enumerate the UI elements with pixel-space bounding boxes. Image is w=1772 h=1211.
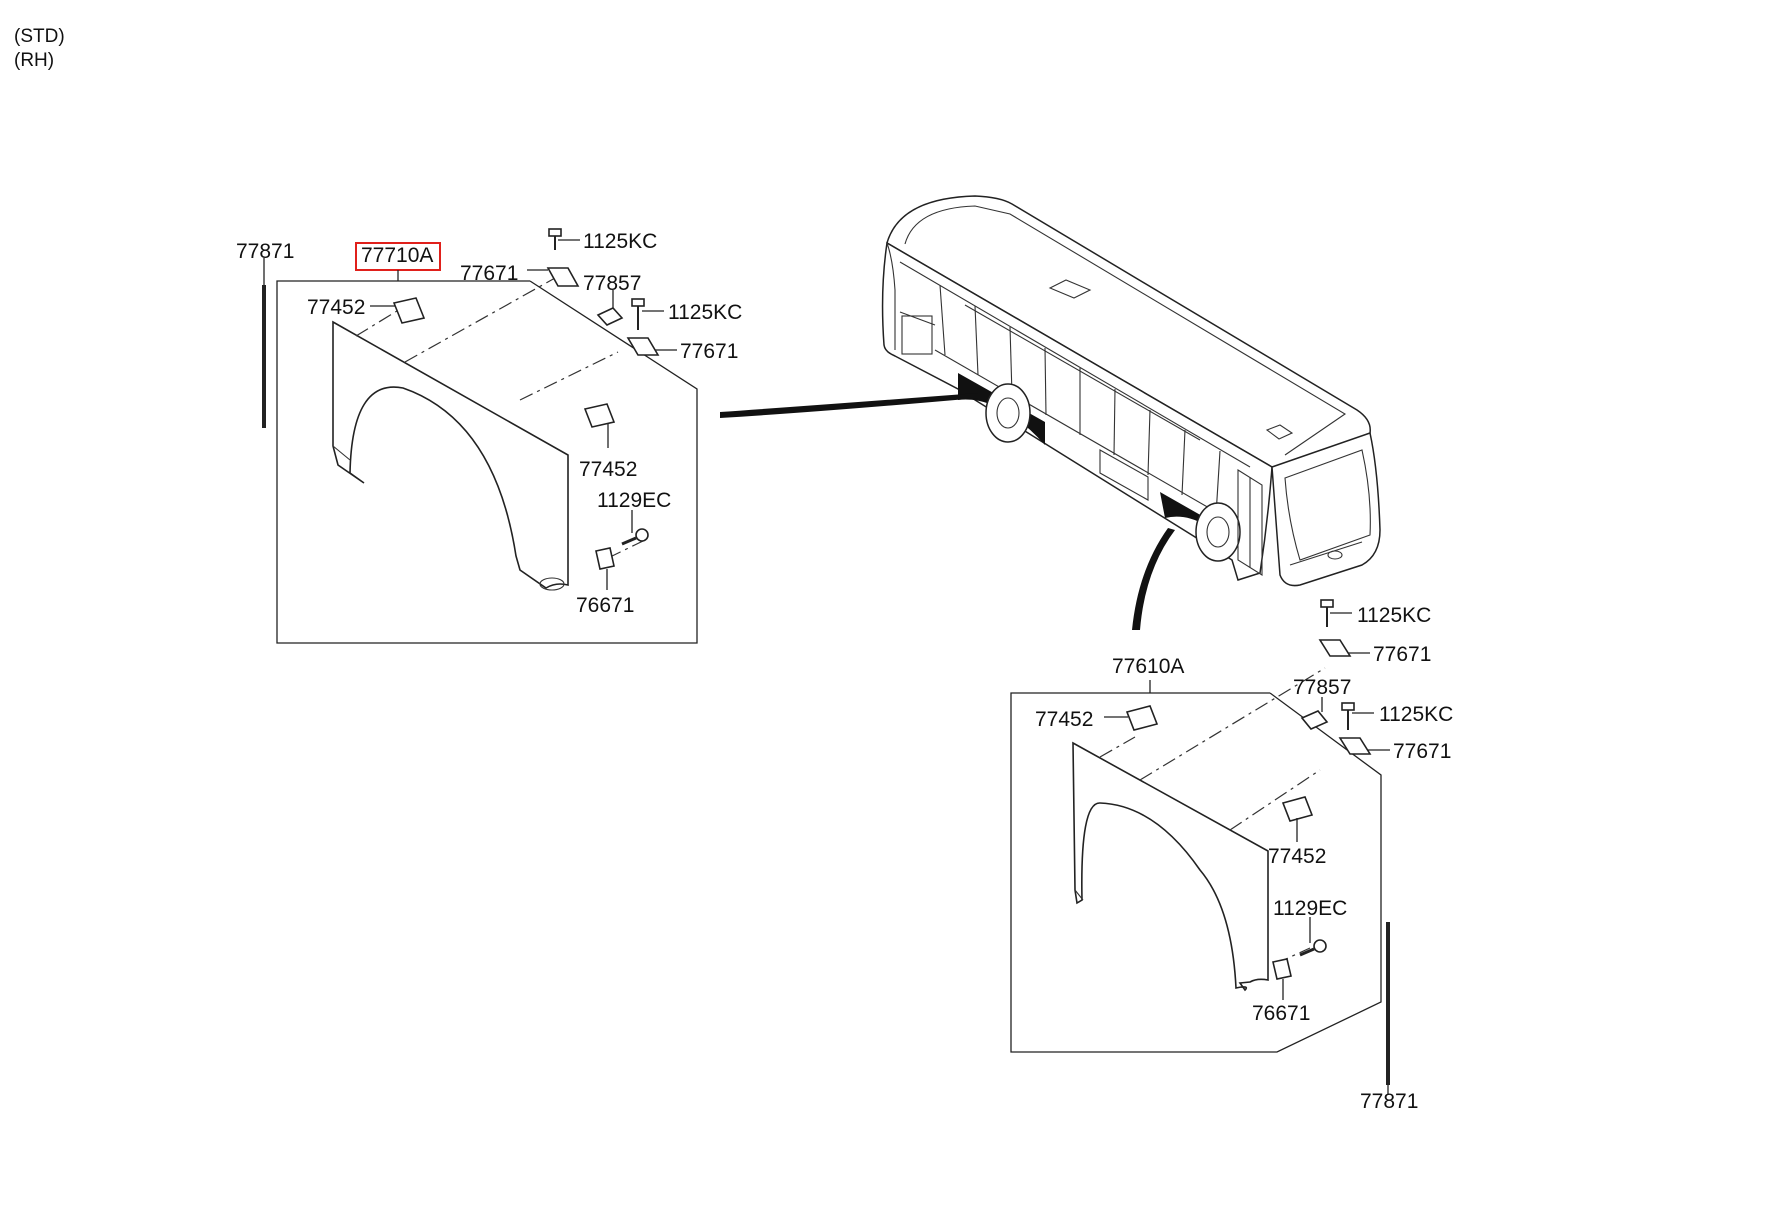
- front-screw-mid-label[interactable]: 1125KC: [1379, 703, 1453, 726]
- bus-roof-hatch-2: [1265, 424, 1294, 440]
- front-group-frame: [1010, 692, 1382, 1053]
- front-screw-top-label[interactable]: 1125KC: [1357, 604, 1431, 627]
- bus-luggage-door: [1099, 449, 1149, 501]
- front-bracket-mid-part: [1338, 737, 1372, 755]
- bus-front: [1271, 432, 1381, 587]
- bus-window-mid: [964, 304, 1201, 441]
- rear-bracket-top-label[interactable]: 77671: [460, 262, 518, 285]
- rear-assembly-label[interactable]: 77710A: [361, 244, 433, 267]
- rear-fender-group: 77871 77710A 77452 77452 1125KC 77: [236, 228, 742, 644]
- bus-rear-edge: [886, 242, 896, 350]
- bus-roof-hatch-1: [1048, 279, 1092, 299]
- rear-bolt-label[interactable]: 1129EC: [597, 489, 671, 512]
- rear-bracket-mid-part: [626, 337, 660, 356]
- rear-screw-mid-label[interactable]: 1125KC: [668, 301, 742, 324]
- front-callout-band: [1132, 528, 1175, 630]
- rear-bracket-top-part: [546, 267, 580, 287]
- front-pad-top-part: [1125, 705, 1159, 731]
- front-assembly-label[interactable]: 77610A: [1112, 655, 1184, 678]
- rear-callout-band: [720, 393, 978, 418]
- bus-window-bottom: [934, 349, 1231, 521]
- rear-bolt: [621, 528, 649, 546]
- front-strip-label[interactable]: 77871: [1360, 1090, 1418, 1113]
- bus-rear-wheel: [985, 383, 1031, 443]
- rear-pad-top-part: [392, 297, 426, 324]
- rear-strip-label[interactable]: 77871: [236, 240, 294, 263]
- bus-door: [1237, 469, 1263, 576]
- bus-rear-line: [899, 311, 936, 326]
- front-screw-top: [1320, 599, 1334, 627]
- bus-window-dividers: [939, 284, 1221, 516]
- front-pad-lower-part: [1281, 796, 1314, 822]
- bus-window-top: [899, 261, 1251, 468]
- front-dash-1: [1099, 736, 1136, 758]
- bus-rear-hub: [996, 397, 1020, 429]
- bus-front-hub: [1206, 516, 1230, 548]
- rear-bracket-bottom-part: [595, 547, 615, 570]
- bus-roof-edge: [904, 205, 1347, 456]
- rear-screw-top: [548, 228, 562, 250]
- rear-pad-top-label[interactable]: 77452: [307, 296, 365, 319]
- front-clip-label[interactable]: 77857: [1293, 676, 1351, 699]
- rear-dash-2: [404, 277, 556, 363]
- rear-screw-top-label[interactable]: 1125KC: [583, 230, 657, 253]
- side-rh-label: (RH): [14, 50, 54, 71]
- front-bracket-bottom-part: [1272, 958, 1292, 980]
- bus-windshield: [1284, 449, 1371, 561]
- front-clip-part: [1300, 710, 1329, 730]
- front-bracket-top-part: [1318, 639, 1352, 657]
- rear-screw-mid: [631, 298, 645, 330]
- variant-std-label: (STD): [14, 26, 65, 47]
- rear-dash-4: [607, 539, 646, 559]
- front-dash-3: [1229, 769, 1321, 831]
- front-fender-group: 77610A 1125KC 77671 77857 1125KC 77671: [1010, 599, 1453, 1113]
- front-bracket-mid-label[interactable]: 77671: [1393, 740, 1451, 763]
- bus-rear-panel: [901, 315, 933, 355]
- rear-pad-lower-label[interactable]: 77452: [579, 458, 637, 481]
- rear-fender-panel[interactable]: [332, 320, 569, 589]
- rear-bracket-bottom-label[interactable]: 76671: [576, 594, 634, 617]
- front-bracket-bottom-label[interactable]: 76671: [1252, 1002, 1310, 1025]
- bus-front-grille: [1289, 541, 1363, 566]
- rear-fender-hole: [539, 577, 565, 591]
- front-pad-top-label[interactable]: 77452: [1035, 708, 1093, 731]
- front-bolt-label[interactable]: 1129EC: [1273, 897, 1347, 920]
- bus-front-wheel: [1195, 502, 1241, 562]
- rear-pad-lower-part: [583, 403, 616, 428]
- front-dash-2: [1139, 667, 1326, 781]
- bus-illustration: [881, 195, 1381, 587]
- front-fender-panel[interactable]: [1072, 741, 1269, 992]
- rear-dash-3: [519, 351, 619, 401]
- rear-clip-label[interactable]: 77857: [583, 272, 641, 295]
- front-screw-mid: [1341, 702, 1355, 730]
- rear-fender-edge: [332, 445, 351, 461]
- front-fender-edge: [1074, 889, 1084, 901]
- front-bolt: [1299, 939, 1327, 957]
- front-bracket-top-label[interactable]: 77671: [1373, 643, 1431, 666]
- rear-group-frame: [276, 280, 698, 644]
- rear-clip-part: [596, 307, 624, 326]
- rear-bracket-mid-label[interactable]: 77671: [680, 340, 738, 363]
- front-pad-lower-label[interactable]: 77452: [1268, 845, 1326, 868]
- bus-front-arch-black: [1160, 492, 1232, 550]
